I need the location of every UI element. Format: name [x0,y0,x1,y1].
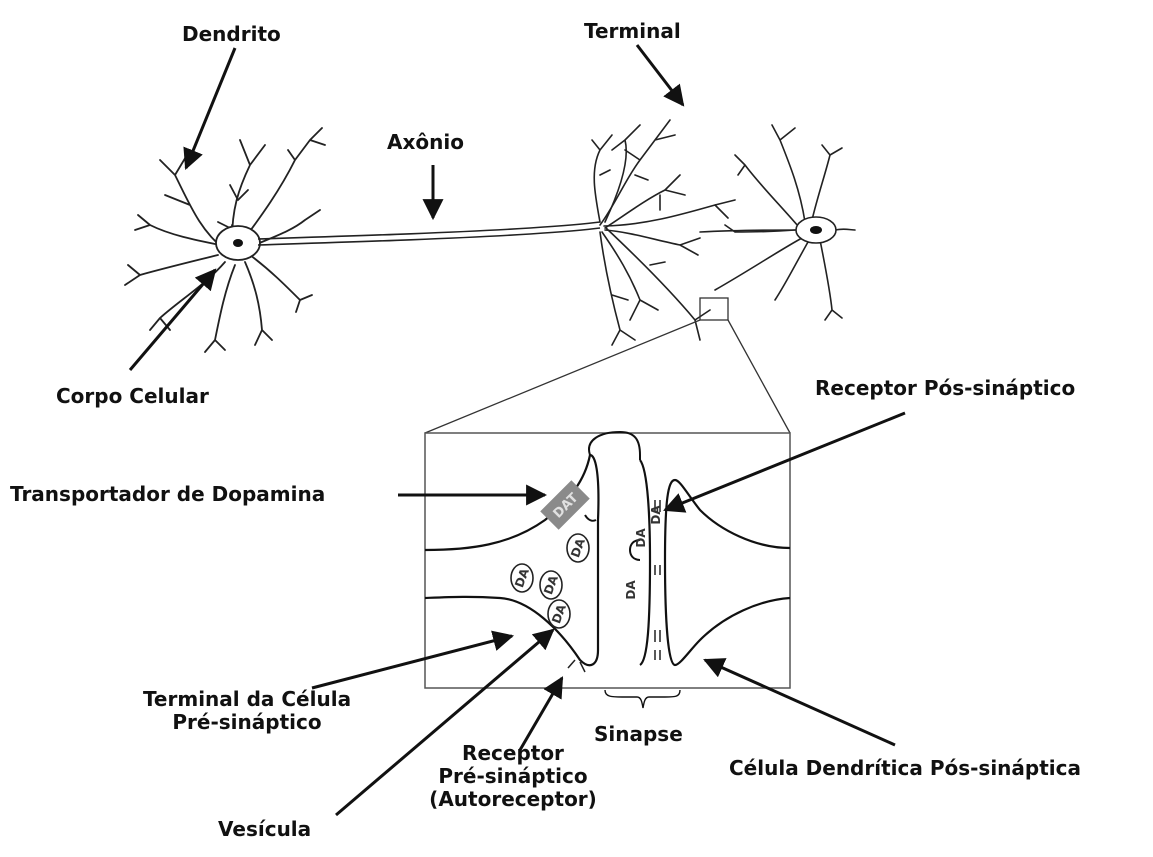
label-receptor-pre-line2: Pré-sináptico [429,765,597,788]
cleft-da: DA [649,505,663,525]
label-receptor-pos-sinaptico: Receptor Pós-sináptico [815,377,1075,400]
label-dendrito: Dendrito [182,23,281,46]
label-receptor-pre-line1: Receptor [429,742,597,765]
cleft-da: DA [624,580,638,600]
label-terminal-celula-line2: Pré-sináptico [143,711,351,734]
label-terminal: Terminal [584,20,681,43]
axon-terminal [592,120,735,345]
synapse-inset: DAT DA DA DA DA DA DA DA [425,432,790,708]
label-axonio: Axônio [387,131,464,154]
label-terminal-celula-presinaptico: Terminal da Célula Pré-sináptico [143,688,351,734]
axon [258,222,600,245]
cleft-da: DA [634,528,648,548]
label-celula-dendritica: Célula Dendrítica Pós-sináptica [729,757,1081,780]
label-receptor-presinaptico: Receptor Pré-sináptico (Autoreceptor) [429,742,597,811]
nucleus-right [810,226,822,234]
label-sinapse: Sinapse [594,723,683,746]
synapse-bracket [605,690,680,708]
neuron-right [700,125,855,320]
label-corpo-celular: Corpo Celular [56,385,209,408]
label-transportador-dopamina: Transportador de Dopamina [10,483,325,506]
neuron-left [125,128,325,352]
nucleus-left [233,239,243,247]
label-receptor-pre-line3: (Autoreceptor) [429,788,597,811]
label-terminal-celula-line1: Terminal da Célula [143,688,351,711]
label-vesicula: Vesícula [218,818,311,841]
zoom-lines [425,298,790,433]
